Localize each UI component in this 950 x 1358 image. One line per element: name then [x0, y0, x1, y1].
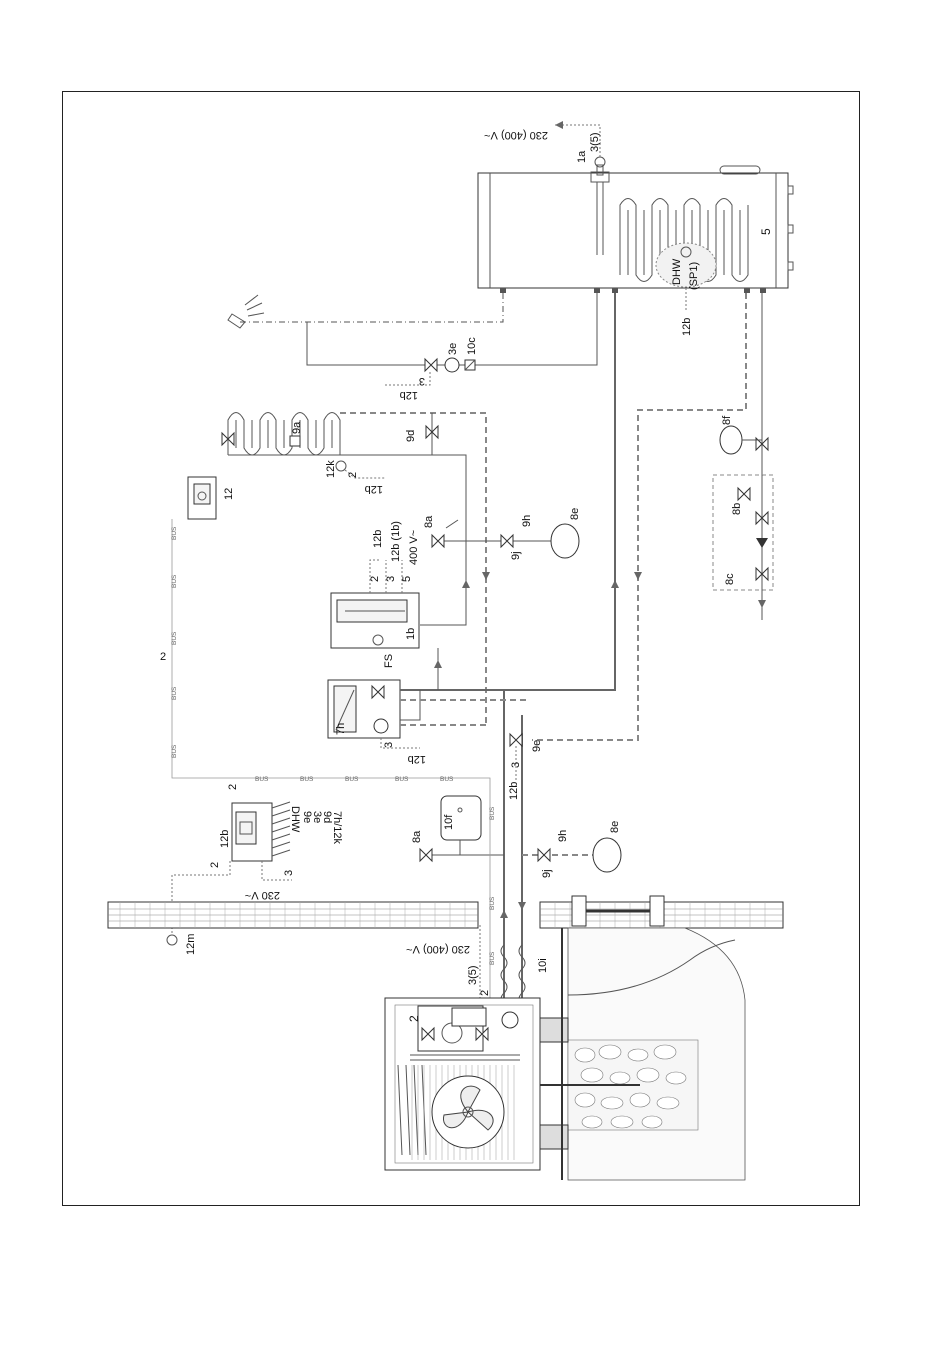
- controller-list-7h12k: 7h/12k: [331, 811, 343, 845]
- label-8b: 8b: [731, 503, 743, 515]
- label-1a: 1a: [576, 150, 588, 163]
- label-fs: FS: [383, 654, 395, 668]
- label-9a: 9a: [291, 421, 303, 434]
- wire-count-2-bottom: 2: [479, 990, 491, 996]
- label-3e: 3e: [447, 343, 459, 355]
- label-12: 12: [223, 488, 235, 500]
- label-9h-top: 9h: [521, 515, 533, 527]
- label-12b-9e: 12b: [508, 782, 520, 800]
- wire-count-2-controller: 2: [227, 784, 239, 790]
- svg-text:BUS: BUS: [171, 574, 178, 588]
- power-230-400-top: 230 (400) V~: [484, 129, 548, 141]
- wire-count-3-9e: 3: [510, 762, 522, 768]
- label-12b-12k: 12b: [365, 483, 383, 495]
- building-wall: [108, 896, 783, 928]
- label-5: 5: [759, 228, 773, 235]
- dhw-cylinder: [478, 157, 793, 293]
- svg-text:BUS: BUS: [489, 806, 496, 820]
- label-8f: 8f: [721, 415, 733, 425]
- room-controller-12: [188, 477, 216, 519]
- svg-text:BUS: BUS: [395, 776, 409, 783]
- wire-count-2-booster: 2: [369, 576, 381, 582]
- wire-count-3-5-top: 3(5): [589, 132, 601, 152]
- wire-count-3-3e: 3: [419, 375, 425, 387]
- label-12b-controller: 12b: [219, 830, 231, 848]
- svg-text:BUS: BUS: [255, 776, 269, 783]
- svg-text:BUS: BUS: [171, 686, 178, 700]
- label-1b: 1b: [405, 628, 417, 640]
- label-12b-tank: 12b: [681, 318, 693, 336]
- label-8e-top: 8e: [569, 508, 581, 520]
- label-9d: 9d: [405, 430, 417, 442]
- label-dhw: DHW: [671, 258, 683, 285]
- label-sp1: (SP1): [688, 262, 700, 290]
- svg-text:BUS: BUS: [171, 631, 178, 645]
- label-12m: 12m: [185, 934, 197, 955]
- wire-count-2-12k: 2: [347, 472, 359, 478]
- label-7h: 7h: [335, 723, 347, 735]
- power-400v: 400 V~: [408, 530, 420, 565]
- svg-text:BUS: BUS: [489, 896, 496, 910]
- label-9j-bottom: 9j: [541, 869, 553, 878]
- ground-section: [540, 928, 745, 1180]
- label-12b-1b: 12b (1b): [390, 521, 402, 562]
- label-9e: 9e: [531, 740, 543, 752]
- label-12b-7h: 12b: [408, 753, 426, 765]
- shower-head-icon: [228, 295, 264, 328]
- svg-text:BUS: BUS: [171, 744, 178, 758]
- power-230-400-bottom: 230 (400) V~: [406, 943, 470, 955]
- label-9h-bottom: 9h: [557, 830, 569, 842]
- label-8a-top: 8a: [423, 515, 435, 528]
- svg-text:BUS: BUS: [440, 776, 454, 783]
- power-230v: 230 V~: [245, 889, 280, 901]
- label-10i: 10i: [537, 958, 549, 973]
- system-controller-12b: [232, 802, 290, 861]
- label-8a-bottom: 8a: [411, 830, 423, 843]
- svg-text:BUS: BUS: [345, 776, 359, 783]
- label-12b-booster: 12b: [372, 530, 384, 548]
- label-2: 2: [407, 1015, 421, 1022]
- wire-count-3-5-bottom: 3(5): [467, 965, 479, 985]
- controller-list-dhw: DHW: [289, 806, 301, 833]
- svg-text:BUS: BUS: [489, 951, 496, 965]
- label-12k: 12k: [325, 460, 337, 478]
- underfloor-heating-coil: [228, 413, 340, 456]
- svg-text:BUS: BUS: [300, 776, 314, 783]
- wire-count-3-230: 3: [283, 870, 295, 876]
- label-10c: 10c: [466, 337, 478, 355]
- wire-count-2-12m: 2: [209, 862, 221, 868]
- label-8e-bottom: 8e: [609, 821, 621, 833]
- wire-count-3-booster: 3: [385, 576, 397, 582]
- wire-count-3-7h: 3: [383, 742, 395, 748]
- heat-pump-outdoor-unit: [385, 998, 540, 1170]
- label-12b-3e: 12b: [400, 389, 418, 401]
- bus-wire-count: 2: [160, 651, 166, 663]
- svg-text:BUS: BUS: [171, 526, 178, 540]
- label-8c: 8c: [724, 573, 736, 585]
- label-9j-top: 9j: [510, 551, 522, 560]
- wire-count-5-booster: 5: [401, 576, 413, 582]
- label-10f: 10f: [443, 814, 455, 830]
